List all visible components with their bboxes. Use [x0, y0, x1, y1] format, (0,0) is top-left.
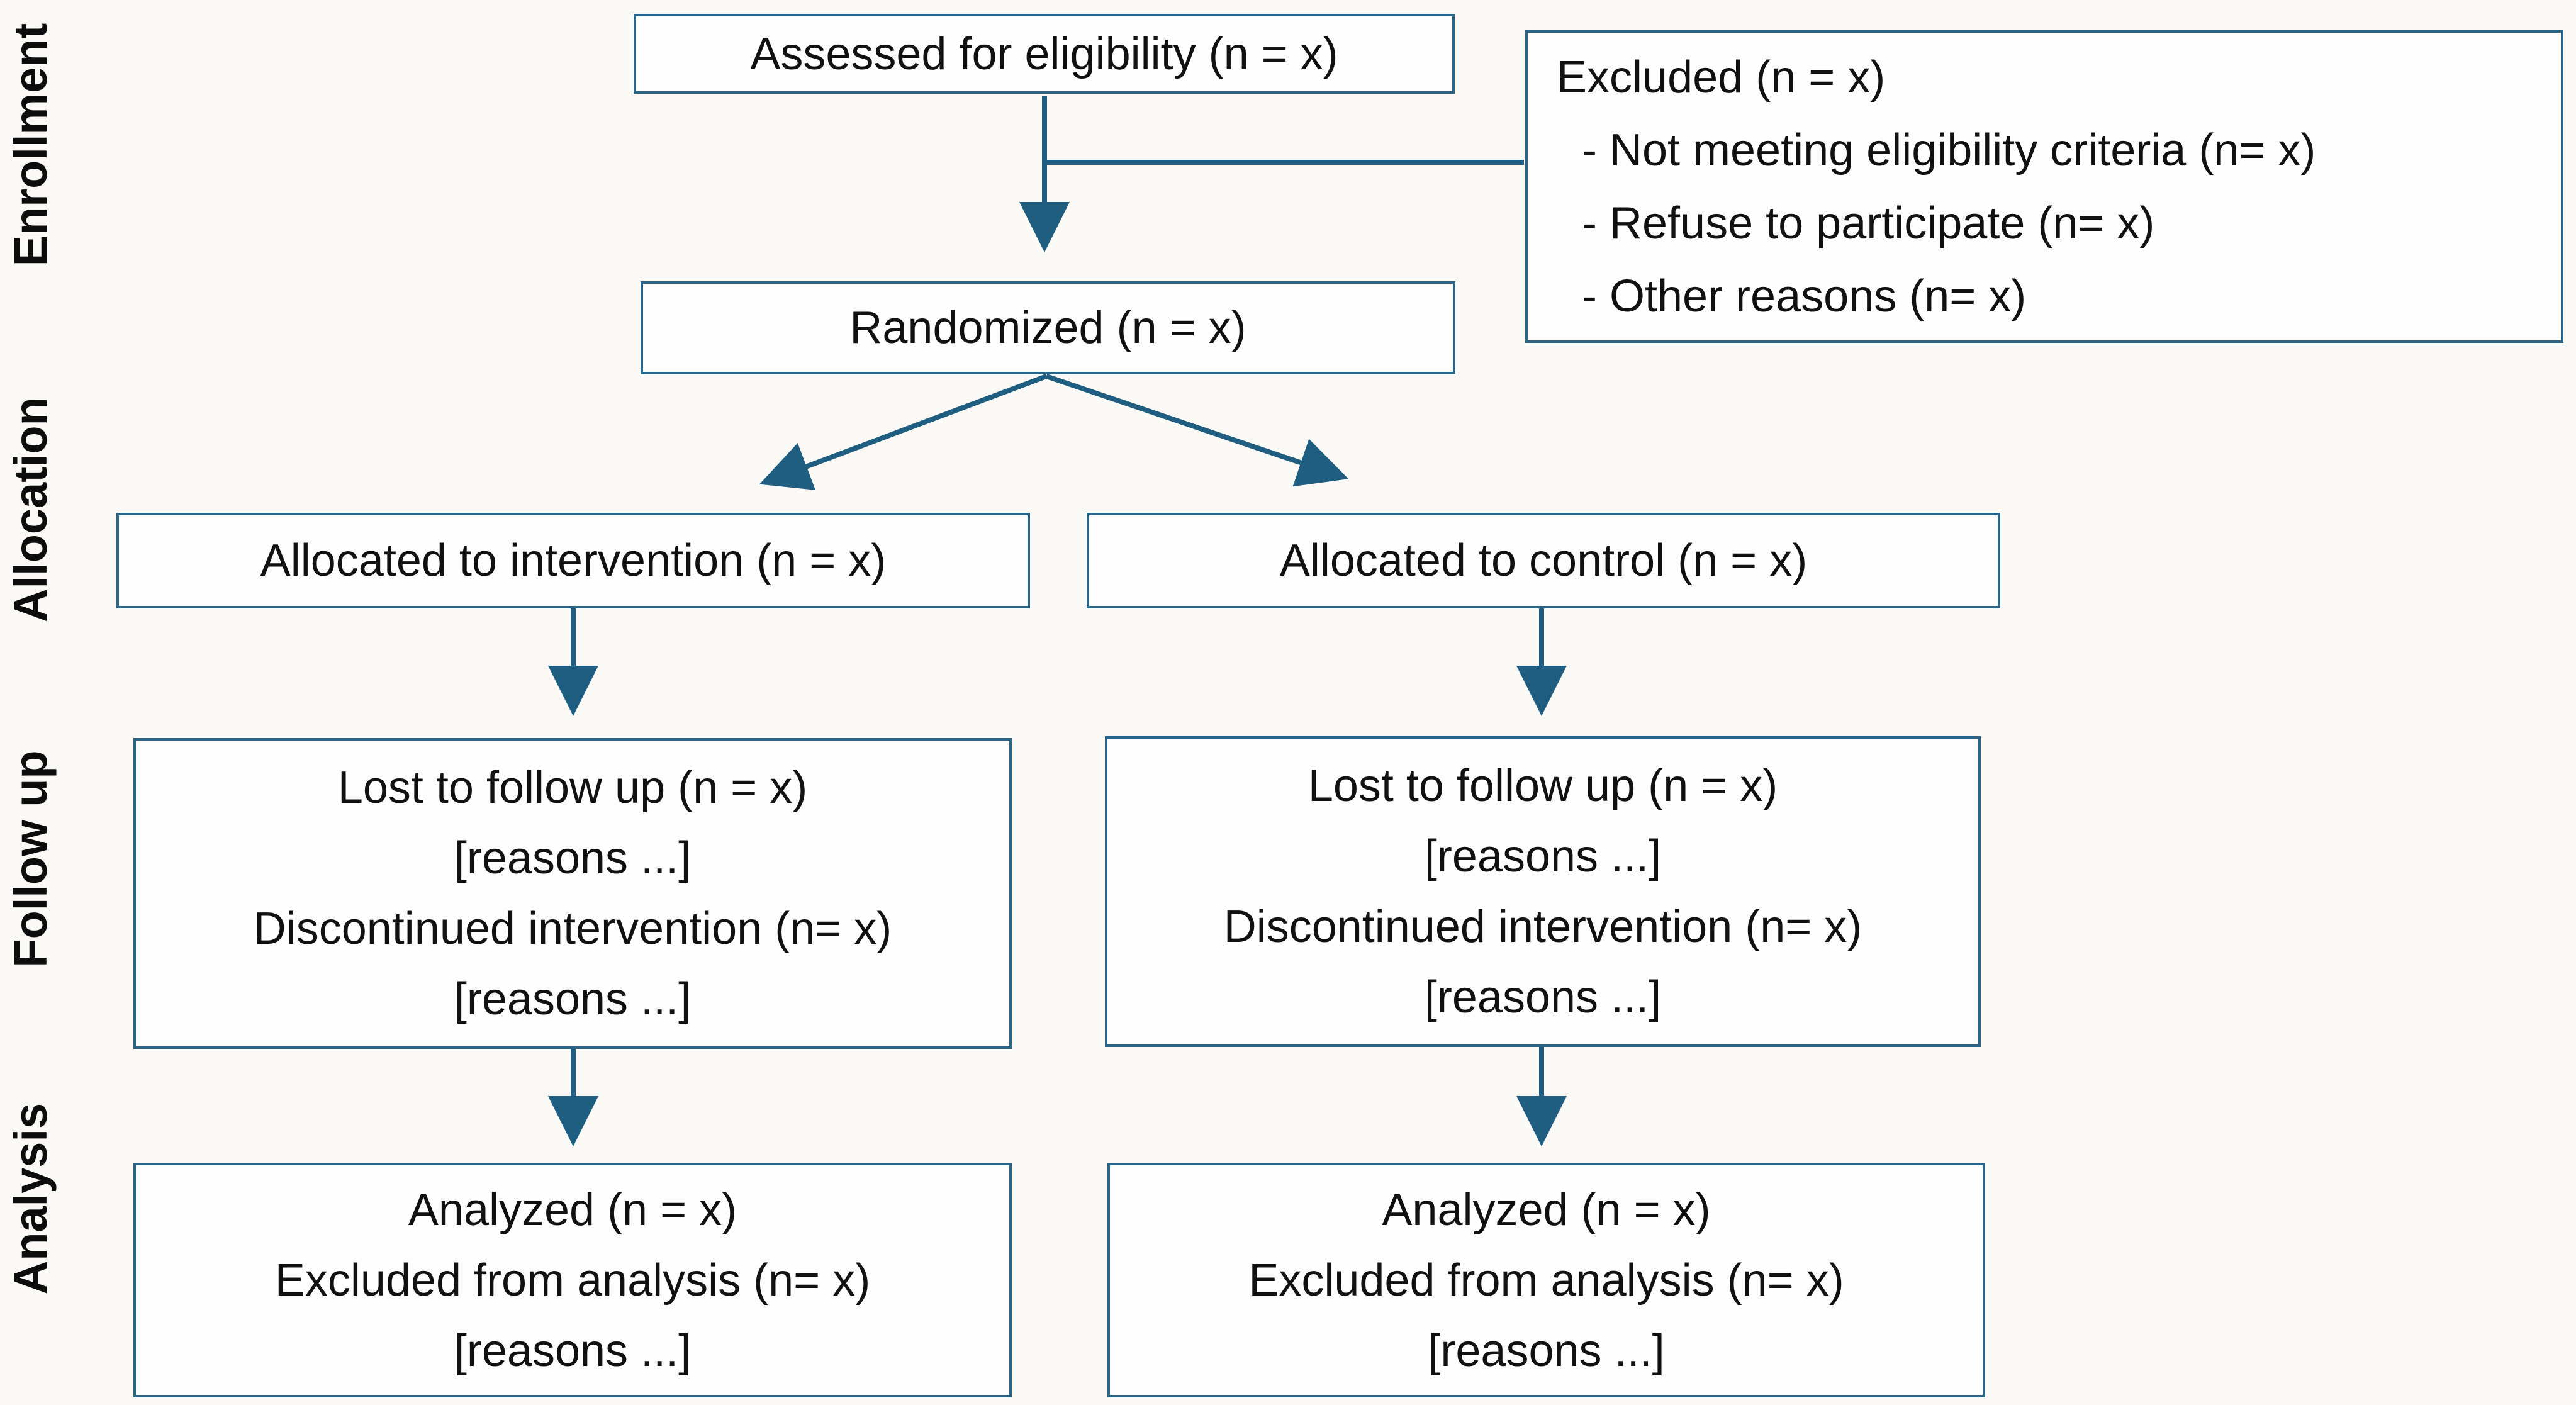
stage-label-enrollment: Enrollment: [4, 23, 57, 267]
box-line: [reasons ...]: [454, 833, 692, 883]
box-line: Excluded from analysis (n= x): [274, 1255, 871, 1306]
box-line: Lost to follow up (n = x): [1308, 761, 1778, 811]
box-line: [reasons ...]: [1428, 1325, 1665, 1376]
box-line: [reasons ...]: [454, 974, 692, 1024]
box-followup-intervention: Lost to follow up (n = x) [reasons ...] …: [133, 738, 1012, 1049]
box-followup-control: Lost to follow up (n = x) [reasons ...] …: [1105, 736, 1981, 1047]
stage-label-allocation: Allocation: [4, 397, 57, 622]
box-allocated-to-control: Allocated to control (n = x): [1087, 513, 2000, 608]
excluded-reason: - Refuse to participate (n= x): [1582, 198, 2155, 249]
excluded-reason: - Not meeting eligibility criteria (n= x…: [1582, 125, 2316, 176]
excluded-title: Excluded (n = x): [1557, 52, 1886, 103]
box-analysis-intervention: Analyzed (n = x) Excluded from analysis …: [133, 1163, 1012, 1397]
box-line: Excluded from analysis (n= x): [1248, 1255, 1844, 1306]
arrow-randomized-to-intervention: [759, 374, 1048, 490]
box-excluded: Excluded (n = x) - Not meeting eligibili…: [1525, 30, 2563, 343]
box-line: Analyzed (n = x): [408, 1184, 737, 1235]
box-text: Allocated to intervention (n = x): [260, 535, 887, 586]
stage-label-follow-up: Follow up: [4, 750, 57, 968]
box-line: Analyzed (n = x): [1382, 1184, 1711, 1235]
box-text: Assessed for eligibility (n = x): [750, 28, 1338, 79]
box-analysis-control: Analyzed (n = x) Excluded from analysis …: [1107, 1163, 1985, 1397]
excluded-reason: - Other reasons (n= x): [1582, 271, 2027, 322]
box-text: Allocated to control (n = x): [1279, 535, 1808, 586]
box-allocated-to-intervention: Allocated to intervention (n = x): [116, 513, 1030, 608]
arrow-randomized-to-control: [1045, 374, 1349, 487]
box-line: [reasons ...]: [1424, 831, 1662, 882]
box-line: Discontinued intervention (n= x): [253, 904, 892, 954]
box-assessed-for-eligibility: Assessed for eligibility (n = x): [634, 14, 1455, 94]
box-text: Randomized (n = x): [849, 303, 1246, 353]
box-randomized: Randomized (n = x): [641, 281, 1455, 374]
stage-label-analysis: Analysis: [4, 1102, 57, 1295]
box-line: [reasons ...]: [454, 1325, 692, 1376]
box-line: Discontinued intervention (n= x): [1223, 902, 1862, 952]
box-line: Lost to follow up (n = x): [337, 763, 808, 813]
box-line: [reasons ...]: [1424, 972, 1662, 1022]
